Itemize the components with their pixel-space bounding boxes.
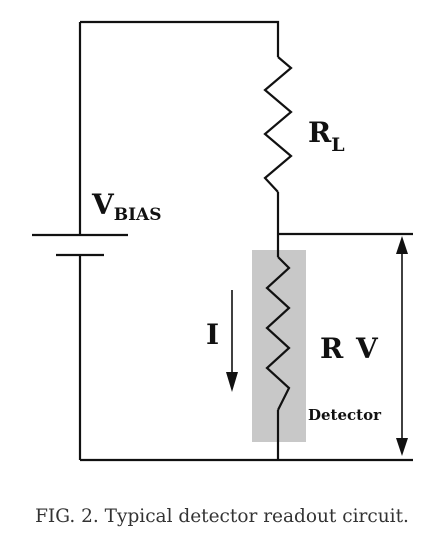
- circuit-wires: [78, 20, 413, 462]
- voltage-arrow: [396, 236, 408, 456]
- current-label: I: [206, 318, 219, 351]
- detector-resistance-label: R: [320, 332, 344, 365]
- figure-caption: FIG. 2. Typical detector readout circuit…: [35, 506, 409, 527]
- detector-resistor: [265, 256, 291, 411]
- detector-label: Detector: [308, 406, 382, 424]
- v-bias-label: VBIAS: [91, 188, 162, 225]
- voltage-label: V: [355, 332, 379, 365]
- load-resistor: [263, 56, 293, 193]
- load-resistor-label: RL: [308, 116, 345, 156]
- battery-symbol: [32, 233, 128, 257]
- current-arrow: [226, 290, 238, 392]
